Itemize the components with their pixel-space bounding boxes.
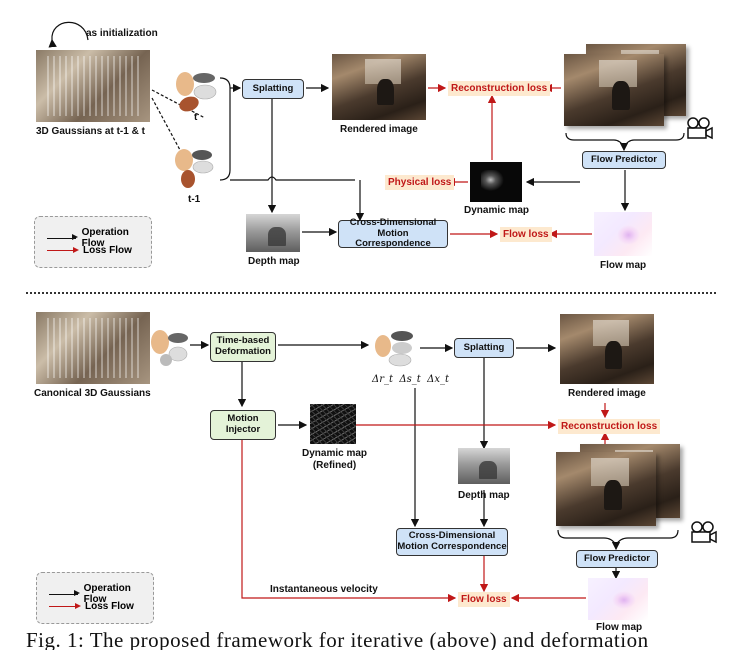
- depth-map-label-top: Depth map: [248, 256, 300, 267]
- splatting-box-bottom: Splatting: [454, 338, 514, 358]
- rendered-image-label-bottom: Rendered image: [568, 388, 646, 399]
- flow-loss-top: Flow loss: [500, 227, 552, 242]
- camera-icon-top: [687, 117, 713, 140]
- red-arrow-icon: [47, 246, 79, 253]
- section-divider: [26, 292, 716, 294]
- rendered-image-bottom: [560, 314, 654, 384]
- dynamic-map-image-top: [470, 162, 522, 202]
- instantaneous-velocity-label: Instantaneous velocity: [270, 584, 378, 595]
- reconstruction-loss-top: Reconstruction loss: [448, 81, 551, 96]
- gaussians-image-top: [36, 50, 150, 122]
- tm1-label: t-1: [188, 194, 201, 205]
- cdmc-label-bottom: Cross-Dimensional Motion Correspondence: [397, 530, 507, 552]
- flow-map-label-bottom: Flow map: [596, 622, 643, 633]
- time-deformation-label: Time-based Deformation: [215, 335, 271, 357]
- flow-predictor-box-bottom: Flow Predictor: [576, 550, 658, 568]
- gt-image-front-bottom: [556, 452, 656, 526]
- flow-predictor-box-top: Flow Predictor: [582, 151, 666, 169]
- black-arrow-icon: [47, 234, 78, 240]
- flow-map-image-top: [594, 212, 652, 256]
- motion-injector-label: Motion Injector: [225, 413, 261, 435]
- time-deformation-box: Time-based Deformation: [210, 332, 276, 362]
- gaussians-label-top: 3D Gaussians at t-1 & t: [36, 126, 145, 137]
- motion-injector-box: Motion Injector: [210, 410, 276, 440]
- flow-map-label-top: Flow map: [600, 260, 647, 271]
- flow-loss-bottom: Flow loss: [458, 592, 510, 607]
- dynamic-map-refined-image: [310, 404, 356, 444]
- figure-caption: Fig. 1: The proposed framework for itera…: [26, 628, 649, 650]
- cdmc-box-top: Cross-Dimensional Motion Correspondence: [338, 216, 448, 250]
- t-label: t: [194, 112, 198, 123]
- deltas-label: Δr_t Δs_t Δx_t: [372, 374, 449, 385]
- dynamic-map-refined-label: Dynamic map (Refined): [302, 448, 368, 471]
- canonical-gaussians-label: Canonical 3D Gaussians: [34, 388, 151, 399]
- dynamic-map-label-top: Dynamic map: [464, 205, 530, 216]
- legend-bottom: Operation Flow Loss Flow: [36, 572, 154, 624]
- physical-loss: Physical loss: [385, 175, 455, 190]
- depth-map-label-bottom: Depth map: [458, 490, 510, 501]
- gaussian-ellipsoids-canonical-icon: [151, 330, 188, 366]
- rendered-image-top: [332, 54, 426, 120]
- gaussian-ellipsoids-t-icon: [176, 72, 217, 112]
- camera-icon-bottom: [691, 521, 717, 544]
- rendered-image-label-top: Rendered image: [340, 124, 418, 135]
- canonical-gaussians-image: [36, 312, 150, 384]
- flow-map-image-bottom: [588, 578, 648, 620]
- legend-operation-flow-bottom: Operation Flow: [49, 583, 153, 605]
- depth-map-image-top: [246, 214, 300, 252]
- gaussian-ellipsoids-tm1-icon: [175, 149, 214, 188]
- init-label: as initialization: [86, 28, 158, 39]
- cdmc-label-top: Cross-Dimensional Motion Correspondence: [349, 216, 437, 250]
- depth-map-image-bottom: [458, 448, 510, 484]
- gt-image-front-top: [564, 54, 664, 126]
- red-arrow-icon: [49, 602, 81, 609]
- reconstruction-loss-bottom: Reconstruction loss: [558, 419, 661, 434]
- legend-operation-flow-top: Operation Flow: [47, 227, 151, 249]
- init-curve-arrow: [48, 21, 89, 48]
- cdmc-box-bottom: Cross-Dimensional Motion Correspondence: [396, 528, 508, 556]
- legend-loss-flow-top: Loss Flow: [47, 245, 132, 256]
- black-arrow-icon: [49, 590, 80, 596]
- legend-top: Operation Flow Loss Flow: [34, 216, 152, 268]
- gaussian-ellipsoids-deformed-icon: [375, 331, 413, 367]
- legend-loss-flow-bottom: Loss Flow: [49, 601, 134, 612]
- splatting-box-top: Splatting: [242, 79, 304, 99]
